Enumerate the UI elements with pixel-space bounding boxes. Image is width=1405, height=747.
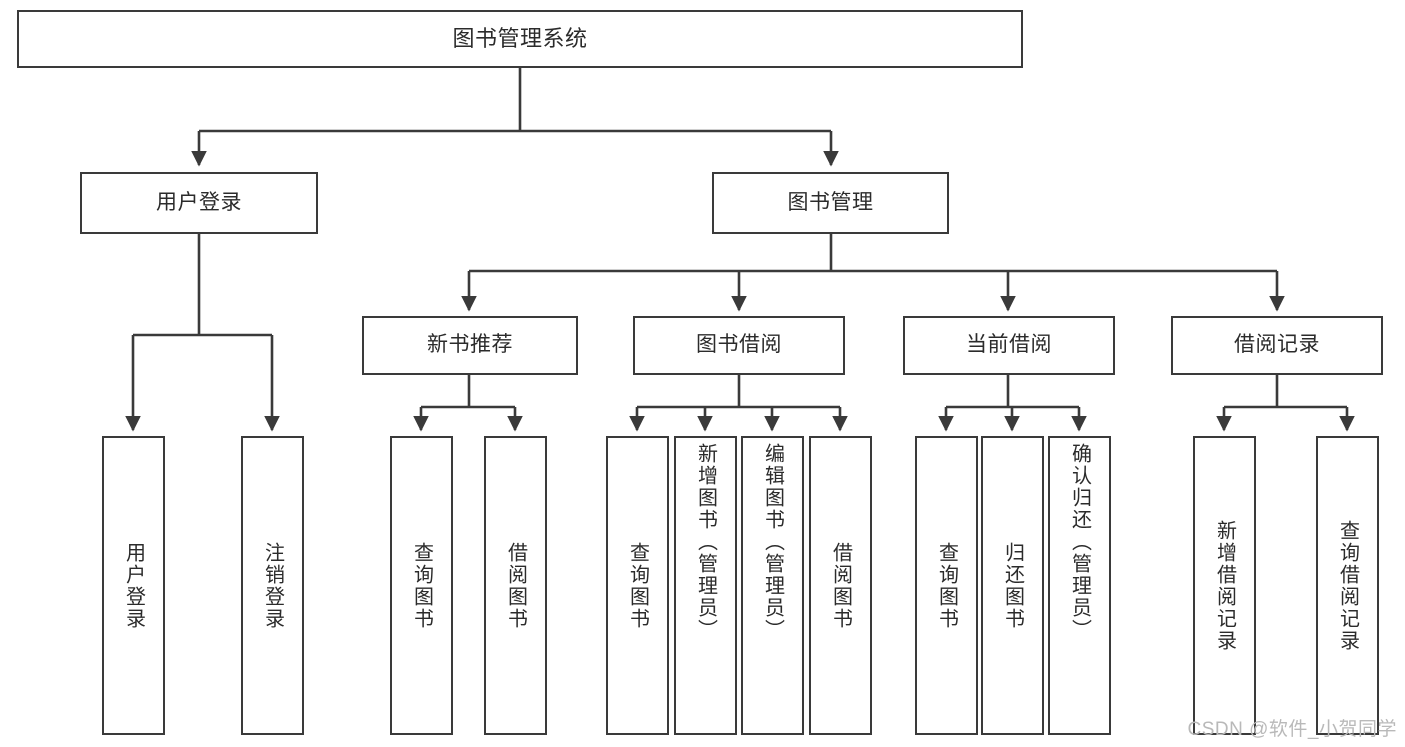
node-root-system: 图书管理系统	[17, 10, 1023, 68]
leaf-user-login: 用户登录	[102, 436, 165, 735]
node-user-login: 用户登录	[80, 172, 318, 234]
node-book-manage-label: 图书管理	[787, 190, 874, 214]
leaf-user-logout-label: 注销登录	[261, 541, 284, 630]
leaf-recommend-borrow-book: 借阅图书	[484, 436, 547, 735]
leaf-current-return-book: 归还图书	[981, 436, 1044, 735]
node-current-borrow: 当前借阅	[903, 316, 1115, 375]
node-borrow-record: 借阅记录	[1171, 316, 1383, 375]
leaf-recommend-query-book-label: 查询图书	[410, 541, 433, 630]
leaf-borrow-query-book: 查询图书	[606, 436, 669, 735]
leaf-borrow-borrow-book-label: 借阅图书	[829, 541, 852, 630]
node-borrow-record-label: 借阅记录	[1234, 333, 1320, 357]
leaf-current-confirm-return: 确认归还（管理员）	[1048, 436, 1111, 735]
node-new-book-recommend-label: 新书推荐	[427, 333, 513, 357]
node-new-book-recommend: 新书推荐	[362, 316, 578, 375]
leaf-borrow-edit-book-label: 编辑图书（管理员）	[761, 443, 784, 641]
leaf-user-logout: 注销登录	[241, 436, 304, 735]
leaf-borrow-add-book: 新增图书（管理员）	[674, 436, 737, 735]
leaf-borrow-borrow-book: 借阅图书	[809, 436, 872, 735]
node-book-borrow-label: 图书借阅	[696, 333, 782, 357]
leaf-current-query-book-label: 查询图书	[935, 541, 958, 630]
leaf-borrow-edit-book: 编辑图书（管理员）	[741, 436, 804, 735]
leaf-recommend-query-book: 查询图书	[390, 436, 453, 735]
node-book-manage: 图书管理	[712, 172, 949, 234]
leaf-borrow-query-book-label: 查询图书	[626, 541, 649, 630]
leaf-record-add-label: 新增借阅记录	[1213, 519, 1236, 652]
leaf-record-query: 查询借阅记录	[1316, 436, 1379, 735]
leaf-current-query-book: 查询图书	[915, 436, 978, 735]
leaf-record-query-label: 查询借阅记录	[1336, 519, 1359, 652]
csdn-watermark: CSDN @软件_小贺同学	[1187, 719, 1397, 740]
node-book-borrow: 图书借阅	[633, 316, 845, 375]
node-current-borrow-label: 当前借阅	[966, 333, 1052, 357]
leaf-user-login-label: 用户登录	[122, 541, 145, 630]
node-user-login-label: 用户登录	[156, 190, 242, 214]
leaf-current-confirm-return-label: 确认归还（管理员）	[1068, 443, 1091, 641]
leaf-recommend-borrow-book-label: 借阅图书	[504, 541, 527, 630]
leaf-current-return-book-label: 归还图书	[1001, 541, 1024, 630]
node-root-system-label: 图书管理系统	[452, 26, 588, 52]
leaf-record-add: 新增借阅记录	[1193, 436, 1256, 735]
leaf-borrow-add-book-label: 新增图书（管理员）	[694, 443, 717, 641]
